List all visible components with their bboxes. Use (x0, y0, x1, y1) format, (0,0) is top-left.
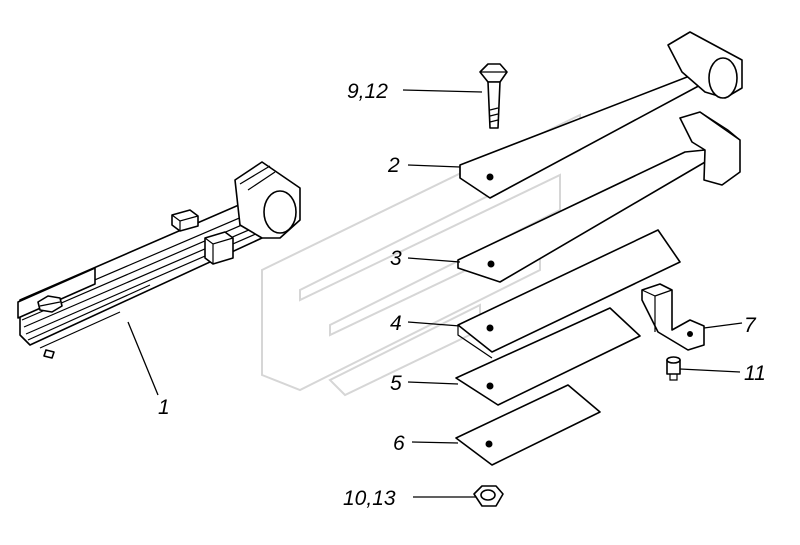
leaf-5-hole (486, 382, 494, 390)
callout-11: 11 (744, 362, 766, 385)
callout-7: 7 (744, 314, 757, 337)
main-leaf-top (459, 31, 743, 199)
spring-clip-lower (204, 231, 234, 265)
screw (666, 356, 681, 381)
nut (473, 485, 504, 507)
leaf-4 (457, 229, 681, 359)
callout-1: 1 (158, 396, 170, 419)
main-leaf-hole (486, 173, 494, 181)
second-leaf (457, 111, 741, 283)
callout-2: 2 (387, 154, 400, 177)
center-bolt (479, 63, 508, 129)
callout-6: 6 (393, 432, 405, 455)
spring-eye-bore (263, 190, 297, 234)
callout-9-12: 9,12 (347, 80, 388, 103)
callout-3: 3 (390, 247, 402, 270)
callout-10-13: 10,13 (343, 487, 396, 510)
leaf-4-hole (486, 324, 494, 332)
second-leaf-hole (487, 260, 495, 268)
callout-labels: 9,12 2 3 4 5 6 10,13 11 7 1 (158, 80, 766, 510)
spring-clip-upper (171, 209, 199, 232)
clamp-bracket (641, 283, 705, 351)
leaf-6 (455, 384, 601, 466)
leaf-spring-assembly (17, 161, 301, 359)
callout-4: 4 (390, 312, 402, 335)
leader-lines (127, 89, 743, 498)
second-leaf-eye (679, 111, 741, 186)
callout-5: 5 (390, 372, 402, 395)
leaf-5 (455, 307, 641, 406)
leaf-6-hole (485, 440, 493, 448)
